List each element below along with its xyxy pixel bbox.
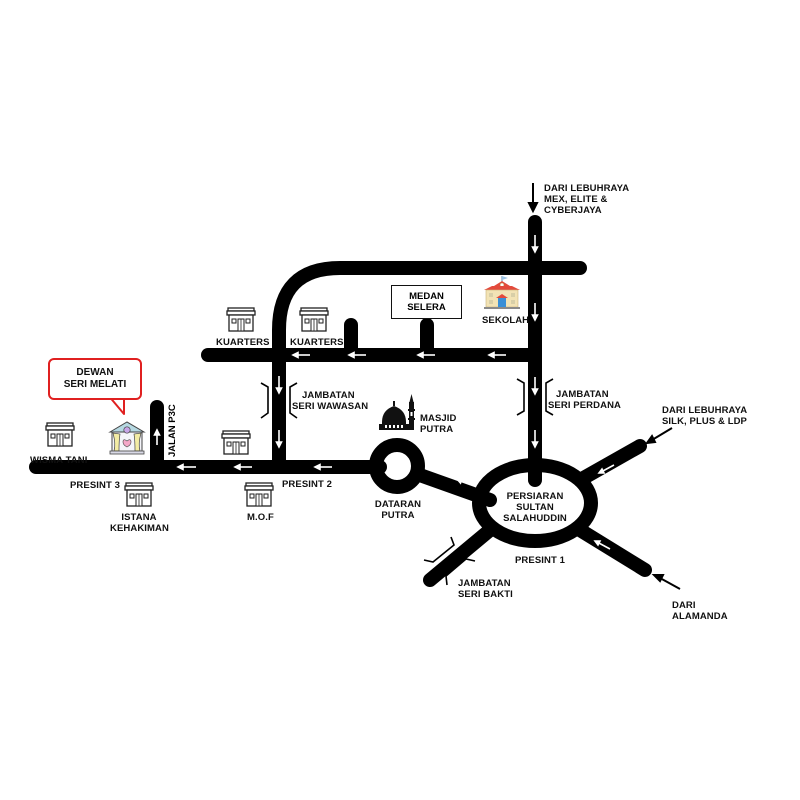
direction-arrow-icon <box>593 540 611 550</box>
bakti-line-1: JAMBATAN <box>458 578 511 589</box>
dataran-line-2: PUTRA <box>381 510 415 521</box>
venue-callout: DEWAN SERI MELATI <box>48 358 142 400</box>
label-mof: M.O.F <box>247 512 274 523</box>
istana-line-2: KEHAKIMAN <box>110 523 169 534</box>
label-istana-kehakiman: ISTANA KEHAKIMAN <box>110 512 169 534</box>
label-dataran-putra: DATARAN PUTRA <box>370 499 426 521</box>
label-dari-mex: DARI LEBUHRAYA MEX, ELITE & CYBERJAYA <box>544 183 629 216</box>
direction-arrow-icon <box>531 235 539 254</box>
road-silk <box>573 439 647 487</box>
alamanda-line-1: DARI <box>672 600 696 611</box>
road-alamanda <box>573 523 652 577</box>
label-kuarters-2: KUARTERS <box>290 337 344 348</box>
label-dari-alamanda: DARI ALAMANDA <box>672 600 728 622</box>
label-jambatan-seri-bakti: JAMBATAN SERI BAKTI <box>458 578 513 600</box>
medan-selera-line-2: SELERA <box>407 302 446 313</box>
label-jambatan-seri-perdana: JAMBATAN SERI PERDANA <box>548 389 621 411</box>
direction-arrow-icon <box>176 463 196 471</box>
direction-arrow-icon <box>597 464 615 474</box>
direction-arrow-icon <box>531 377 539 396</box>
building-icon-kuarters-2 <box>299 307 329 332</box>
label-presint-1: PRESINT 1 <box>515 555 565 566</box>
label-masjid-putra: MASJID PUTRA <box>420 413 457 435</box>
label-presint-3: PRESINT 3 <box>70 480 120 491</box>
persiaran-line-2: SULTAN <box>516 502 554 513</box>
perdana-line-1: JAMBATAN <box>556 389 609 400</box>
label-sekolah: SEKOLAH <box>482 315 530 326</box>
silk-line-1: DARI LEBUHRAYA <box>662 405 748 416</box>
medan-selera-line-1: MEDAN <box>409 291 444 302</box>
arrow-from-silk-icon <box>644 427 673 445</box>
medan-selera-box: MEDAN SELERA <box>391 285 462 319</box>
silk-line-2: SILK, PLUS & LDP <box>662 416 747 427</box>
perdana-line-2: SERI PERDANA <box>548 400 621 411</box>
building-icon-kuarters-1 <box>226 307 256 332</box>
building-icon-wisma-tani <box>45 422 75 447</box>
direction-arrow-icon <box>291 351 310 359</box>
mex-line-1: DARI LEBUHRAYA <box>544 183 630 194</box>
roundabout-persiaran <box>472 458 598 548</box>
arrow-from-mex-icon <box>527 183 539 214</box>
label-presint-2: PRESINT 2 <box>282 479 332 490</box>
mex-line-2: MEX, ELITE & <box>544 194 608 205</box>
direction-arrow-icon <box>233 463 252 471</box>
wawasan-line-2: SERI WAWASAN <box>292 401 369 412</box>
direction-arrow-icon <box>275 376 283 395</box>
bridge-seri-bakti-icon <box>423 536 476 586</box>
wedding-hall-icon <box>108 421 146 455</box>
istana-line-1: ISTANA <box>121 512 157 523</box>
label-wisma-tani: WISMA TANI <box>30 455 88 466</box>
label-kuarters-1: KUARTERS <box>216 337 270 348</box>
venue-name-line-1: DEWAN <box>76 367 114 378</box>
direction-arrow-icon <box>455 476 474 486</box>
label-dari-silk: DARI LEBUHRAYA SILK, PLUS & LDP <box>662 405 747 427</box>
persiaran-line-1: PERSIARAN <box>506 491 564 502</box>
venue-name: DEWAN SERI MELATI <box>50 367 140 391</box>
label-jalan-p3c: JALAN P3C <box>167 404 178 457</box>
direction-arrow-icon <box>313 463 332 471</box>
direction-arrow-icon <box>531 303 539 322</box>
inbound-arrows <box>527 183 681 590</box>
direction-arrow-icon <box>487 351 506 359</box>
building-icon-mof <box>244 482 274 507</box>
direction-arrow-icon <box>416 351 435 359</box>
masjid-line-1: MASJID <box>420 413 457 424</box>
building-icon-p2 <box>221 430 251 455</box>
arrow-from-alamanda-icon <box>651 574 681 590</box>
alamanda-line-2: ALAMANDA <box>672 611 728 622</box>
roads <box>29 215 652 587</box>
mosque-icon <box>379 394 415 430</box>
roundabout-dataran-putra <box>369 438 425 494</box>
building-icon-istana <box>124 482 154 507</box>
direction-arrow-icon <box>347 351 366 359</box>
direction-arrow-icon <box>275 430 283 449</box>
direction-arrows <box>153 235 615 550</box>
label-persiaran-sultan-salahuddin: PERSIARAN SULTAN SALAHUDDIN <box>500 491 570 524</box>
label-jambatan-seri-wawasan: JAMBATAN SERI WAWASAN <box>292 390 368 412</box>
mex-line-3: CYBERJAYA <box>544 205 602 216</box>
road-seri-wawasan <box>272 261 587 474</box>
masjid-line-2: PUTRA <box>420 424 454 435</box>
wawasan-line-1: JAMBATAN <box>302 390 355 401</box>
bakti-line-2: SERI BAKTI <box>458 589 513 600</box>
direction-arrow-icon <box>531 430 539 449</box>
road-seri-bakti <box>423 523 497 587</box>
persiaran-line-3: SALAHUDDIN <box>503 513 567 524</box>
school-icon <box>484 276 520 309</box>
bridge-seri-wawasan-icon <box>260 382 298 419</box>
bridge-seri-perdana-icon <box>516 378 554 416</box>
bridge-brackets <box>260 378 554 586</box>
dataran-line-1: DATARAN <box>374 499 422 510</box>
direction-arrow-icon <box>153 428 161 445</box>
venue-name-line-2: SERI MELATI <box>63 379 127 390</box>
